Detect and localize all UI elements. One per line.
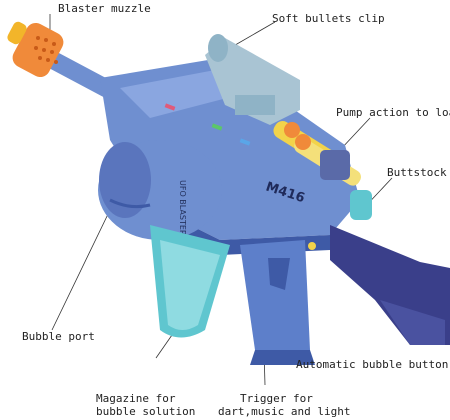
label-pump-action: Pump action to load <box>336 106 450 119</box>
label-soft-bullets-clip: Soft bullets clip <box>272 12 385 25</box>
blaster-muzzle <box>7 21 113 97</box>
leader-clip <box>229 21 276 49</box>
grip <box>240 240 316 365</box>
scope <box>205 34 300 125</box>
drum-text: UFO BLASTER <box>178 180 187 236</box>
trigger <box>268 258 290 290</box>
pump-action <box>320 150 372 220</box>
bubble-drum: UFO BLASTER <box>98 140 222 240</box>
label-buttstock: Buttstock <box>387 166 447 179</box>
leader-bubble-port <box>51 209 111 331</box>
label-blaster-muzzle: Blaster muzzle <box>58 2 151 15</box>
bubble-magazine <box>150 225 230 338</box>
label-magazine-2: bubble solution <box>96 405 196 418</box>
buttstock <box>330 225 450 345</box>
label-trigger-1: Trigger for <box>240 392 313 405</box>
label-magazine-1: Magazine for <box>96 392 176 405</box>
leader-magazine <box>155 334 173 359</box>
auto-bubble-button <box>308 242 316 250</box>
label-auto-bubble-button: Automatic bubble button <box>296 358 449 371</box>
label-bubble-port: Bubble port <box>22 330 95 343</box>
label-trigger-2: dart,music and light <box>218 405 351 418</box>
leader-pump <box>339 117 371 151</box>
